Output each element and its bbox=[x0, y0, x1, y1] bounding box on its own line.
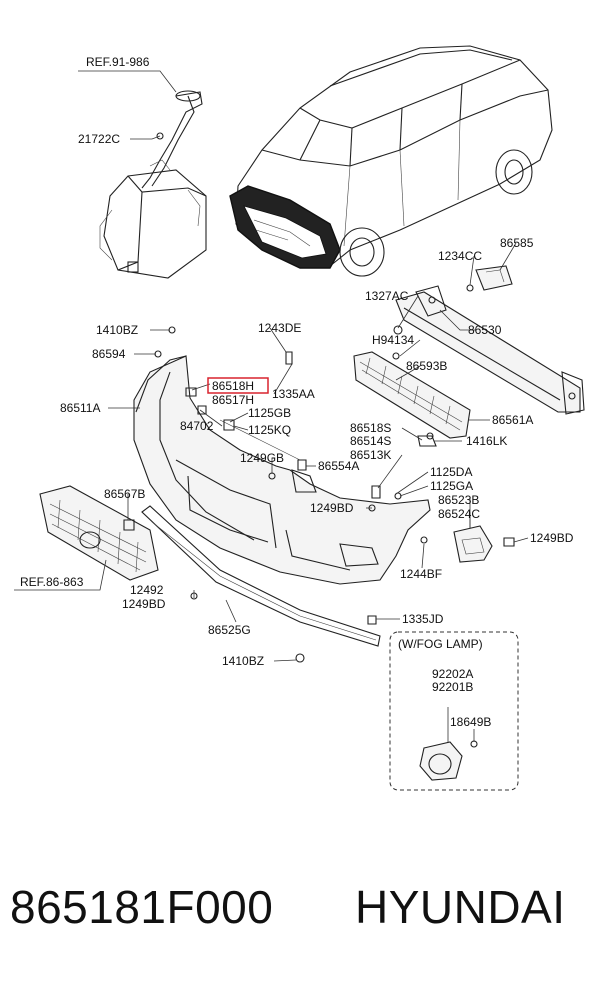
label-1125kq[interactable]: 1125KQ bbox=[248, 423, 291, 437]
fog-lamp-cover bbox=[453, 525, 493, 563]
lower-grille bbox=[353, 351, 471, 439]
label-1243de[interactable]: 1243DE bbox=[258, 321, 301, 335]
label-86524c[interactable]: 86524C bbox=[438, 507, 480, 521]
label-1416lk[interactable]: 1416LK bbox=[466, 434, 507, 448]
label-86513k[interactable]: 86513K bbox=[350, 448, 391, 462]
label-86525g[interactable]: 86525G bbox=[208, 623, 251, 637]
highlight-box bbox=[207, 377, 269, 394]
footer-part-number: 865181F000 bbox=[10, 881, 274, 933]
parts-diagram: REF.91-986 21722C 86585 1234CC 1327AC 86… bbox=[14, 45, 585, 791]
label-1249bd-mid[interactable]: 1249BD bbox=[310, 501, 354, 515]
label-12492[interactable]: 12492 bbox=[130, 583, 164, 597]
label-86511a[interactable]: 86511A bbox=[60, 401, 100, 415]
label-1249gb[interactable]: 1249GB bbox=[240, 451, 284, 465]
label-18649b[interactable]: 18649B bbox=[450, 715, 491, 729]
label-86594[interactable]: 86594 bbox=[92, 347, 126, 361]
label-86593b[interactable]: 86593B bbox=[406, 359, 447, 373]
label-1410bz-bottom[interactable]: 1410BZ bbox=[222, 654, 264, 668]
radiator-grille bbox=[39, 485, 159, 581]
fog-lamp-title: (W/FOG LAMP) bbox=[398, 637, 483, 651]
label-1335aa[interactable]: 1335AA bbox=[272, 387, 315, 401]
footer: 865181F000 HYUNDAI bbox=[0, 870, 600, 960]
label-92202a[interactable]: 92202A bbox=[432, 667, 473, 681]
label-1244bf[interactable]: 1244BF bbox=[400, 567, 442, 581]
label-86514s[interactable]: 86514S bbox=[350, 434, 391, 448]
vehicle-illustration bbox=[229, 45, 553, 277]
label-84702[interactable]: 84702 bbox=[180, 419, 214, 433]
label-ref-86-863[interactable]: REF.86-863 bbox=[20, 575, 84, 589]
label-86567b[interactable]: 86567B bbox=[104, 487, 145, 501]
label-86561a[interactable]: 86561A bbox=[492, 413, 533, 427]
label-86523b[interactable]: 86523B bbox=[438, 493, 479, 507]
lower-molding bbox=[141, 505, 381, 647]
label-ref-91-986[interactable]: REF.91-986 bbox=[86, 55, 150, 69]
label-1125da[interactable]: 1125DA bbox=[430, 465, 472, 479]
label-h94134[interactable]: H94134 bbox=[372, 333, 414, 347]
part-labels: REF.91-986 21722C 86585 1234CC 1327AC 86… bbox=[20, 55, 574, 729]
label-1249bd-right[interactable]: 1249BD bbox=[530, 531, 574, 545]
label-1125gb[interactable]: 1125GB bbox=[248, 406, 291, 420]
washer-reservoir bbox=[99, 90, 207, 279]
label-1327ac[interactable]: 1327AC bbox=[365, 289, 409, 303]
label-1410bz-top[interactable]: 1410BZ bbox=[96, 323, 138, 337]
label-21722c[interactable]: 21722C bbox=[78, 132, 120, 146]
footer-brand: HYUNDAI bbox=[355, 881, 566, 933]
label-1125ga[interactable]: 1125GA bbox=[430, 479, 473, 493]
leader-lines bbox=[14, 70, 529, 742]
fog-lamp-box bbox=[389, 631, 519, 791]
label-86518s[interactable]: 86518S bbox=[350, 421, 391, 435]
label-86530[interactable]: 86530 bbox=[468, 323, 502, 337]
label-1234cc[interactable]: 1234CC bbox=[438, 249, 482, 263]
bumper-beam bbox=[395, 285, 585, 415]
bracket-86585 bbox=[466, 265, 513, 292]
fasteners bbox=[123, 325, 515, 663]
label-86517h[interactable]: 86517H bbox=[212, 393, 254, 407]
label-1249bd-left[interactable]: 1249BD bbox=[122, 597, 166, 611]
label-86585[interactable]: 86585 bbox=[500, 236, 534, 250]
label-86554a[interactable]: 86554A bbox=[318, 459, 359, 473]
label-92201b[interactable]: 92201B bbox=[432, 680, 473, 694]
label-1335jd[interactable]: 1335JD bbox=[402, 612, 444, 626]
label-86518h[interactable]: 86518H bbox=[212, 379, 254, 393]
bumper-cover bbox=[133, 355, 431, 585]
